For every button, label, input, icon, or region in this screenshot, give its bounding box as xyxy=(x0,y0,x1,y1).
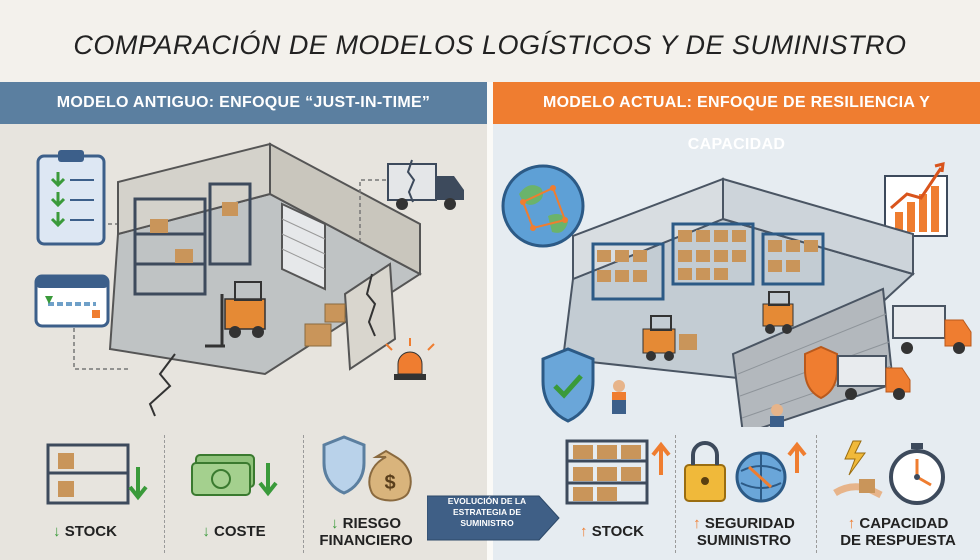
shelf-icon xyxy=(46,443,148,505)
page-title: COMPARACIÓN DE MODELOS LOGÍSTICOS Y DE S… xyxy=(73,30,907,60)
clipboard-icon xyxy=(36,150,106,246)
panel-divider xyxy=(487,82,493,560)
forklift-icon-2 xyxy=(762,291,794,334)
metric-label-line1: SEGURIDAD xyxy=(704,515,795,532)
rollup-door xyxy=(281,202,326,291)
metric-label: STOCK xyxy=(64,523,117,540)
metric-security-current: ↑ SEGURIDAD SUMINISTRO xyxy=(679,427,809,560)
metric-label-line2: FINANCIERO xyxy=(319,532,413,549)
old-model-header: MODELO ANTIGUO: ENFOQUE “JUST-IN-TIME” xyxy=(0,82,487,124)
forklift-icon xyxy=(205,281,266,348)
svg-text:$: $ xyxy=(384,472,395,494)
metric-label: STOCK xyxy=(591,523,644,540)
old-model-panel: MODELO ANTIGUO: ENFOQUE “JUST-IN-TIME” xyxy=(0,82,487,560)
worker-figure-2 xyxy=(770,404,784,427)
arrow-down-icon: ↓ xyxy=(202,523,210,540)
arrow-up-icon: ↑ xyxy=(847,515,856,532)
alarm-light-icon xyxy=(385,338,435,380)
current-model-header: MODELO ACTUAL: ENFOQUE DE RESILIENCIA Y … xyxy=(493,82,980,153)
growth-chart-icon xyxy=(884,162,948,237)
evolution-label: EVOLUCIÓN DE LA ESTRATEGIA DE SUMINISTRO xyxy=(447,496,527,528)
old-warehouse-illustration xyxy=(34,142,464,417)
metric-response-current: ↑ CAPACIDAD DE RESPUESTA xyxy=(823,427,973,560)
forklift-icon xyxy=(642,315,697,361)
metric-cost-old: ↓ COSTE xyxy=(168,427,300,560)
shelving-rack xyxy=(133,182,252,296)
worker-figure xyxy=(612,380,626,414)
delivery-truck-icon-2 xyxy=(837,355,911,400)
metric-label: COSTE xyxy=(213,523,266,540)
cracked-wall xyxy=(343,262,397,371)
shield-moneybag-icon: $ xyxy=(322,435,412,502)
metric-risk-old: $ ↓ RIESGO FINANCIERO xyxy=(306,427,426,560)
current-model-panel: MODELO ACTUAL: ENFOQUE DE RESILIENCIA Y … xyxy=(493,82,980,560)
arrow-down-icon: ↓ xyxy=(330,515,339,532)
shield-check-icon xyxy=(541,347,595,423)
timeline-calendar-icon xyxy=(34,274,110,328)
right-arrow-icon xyxy=(427,495,560,541)
modern-warehouse-illustration xyxy=(501,162,972,427)
metric-stock-old: ↓ STOCK xyxy=(10,427,160,560)
metric-label-line2: SUMINISTRO xyxy=(696,532,792,549)
stocked-shelf-icon xyxy=(565,439,671,505)
padlock-globe-icon xyxy=(684,441,807,503)
stocked-shelves xyxy=(591,222,825,301)
strategy-evolution-arrow: EVOLUCIÓN DE LA ESTRATEGIA DE SUMINISTRO xyxy=(427,490,561,546)
metric-stock-current: ↑ STOCK xyxy=(537,427,687,560)
arrow-up-icon: ↑ xyxy=(580,523,588,540)
arrow-up-icon: ↑ xyxy=(693,515,701,532)
current-metrics-row: ↑ STOCK ↑ SEGURIDAD SUMINISTRO xyxy=(493,427,980,560)
metric-label-line1: RIESGO xyxy=(342,515,402,532)
metric-label-line2: DE RESPUESTA xyxy=(840,532,956,549)
money-icon xyxy=(191,454,278,497)
old-metrics-row: ↓ STOCK ↓ COSTE $ ↓ xyxy=(0,427,487,560)
shield-icon xyxy=(804,345,838,400)
metric-label-line1: CAPACIDAD xyxy=(859,515,949,532)
arrow-down-icon: ↓ xyxy=(53,523,61,540)
globe-network-icon xyxy=(501,164,585,248)
stopwatch-icon xyxy=(833,440,945,505)
broken-truck-icon xyxy=(387,159,464,210)
delivery-truck-icon xyxy=(892,305,972,354)
